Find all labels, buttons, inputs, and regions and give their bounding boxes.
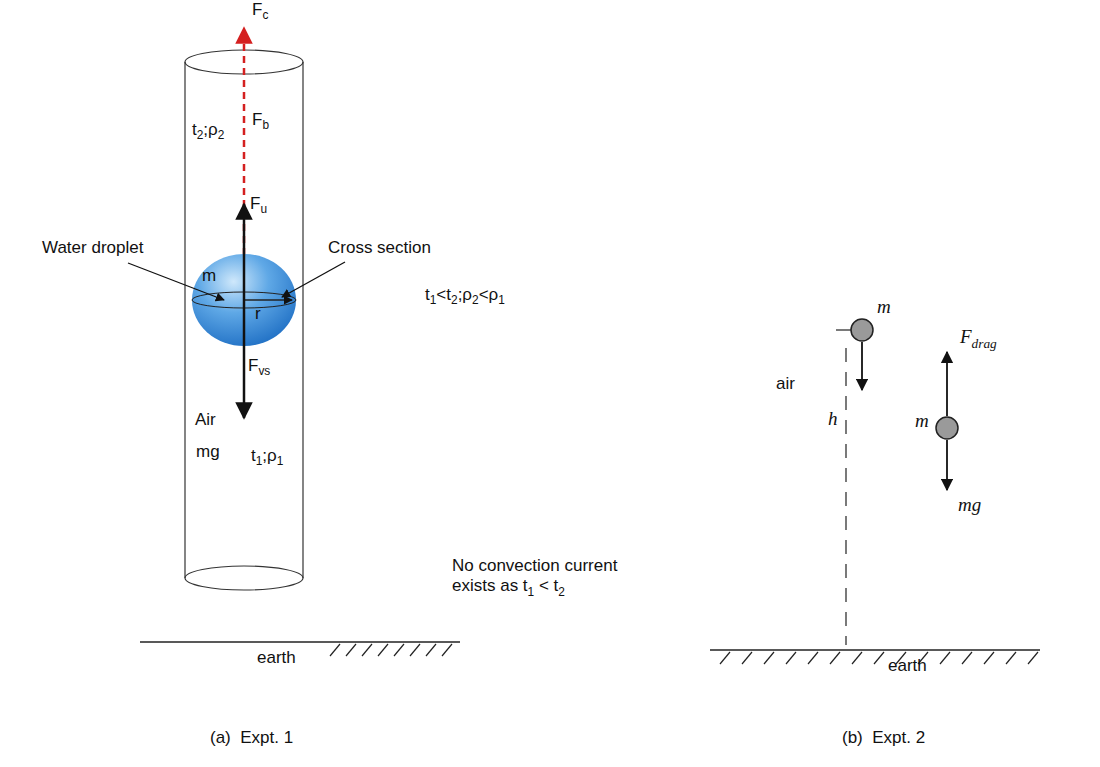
cylinder-bottom — [185, 566, 303, 590]
force-arrow — [243, 300, 246, 418]
height-line — [845, 348, 846, 645]
force-label: mg — [196, 442, 220, 462]
radius-label: r — [255, 304, 261, 324]
ground-line — [710, 649, 1040, 651]
mass-label: m — [877, 296, 891, 319]
ground-line — [140, 641, 460, 643]
medium-label: Air — [195, 410, 216, 430]
force-label: mg — [958, 494, 981, 517]
panel-caption: (a) Expt. 1 — [210, 728, 293, 748]
hatch-stroke — [442, 644, 452, 656]
ball — [851, 319, 873, 341]
leader-line — [128, 263, 224, 300]
hatch-stroke — [852, 652, 862, 664]
panel-caption: (b) Expt. 2 — [842, 728, 925, 748]
hatch-stroke — [764, 652, 774, 664]
hatch-stroke — [1006, 652, 1016, 664]
ground-hatch — [720, 652, 1038, 664]
hatch-stroke — [984, 652, 994, 664]
hatch-stroke — [874, 652, 884, 664]
state-label: t1;ρ1 — [251, 446, 283, 466]
hatch-stroke — [940, 652, 950, 664]
ground-label: earth — [257, 648, 296, 668]
medium-label: air — [776, 374, 795, 394]
hatch-stroke — [720, 652, 730, 664]
part-label: Water droplet — [42, 238, 143, 258]
ball — [936, 417, 958, 439]
cylinder-wall — [302, 62, 303, 578]
hatch-stroke — [808, 652, 818, 664]
force-label: Fc — [252, 0, 268, 20]
cylinder-wall — [184, 62, 185, 578]
hatch-stroke — [330, 644, 340, 656]
hatch-stroke — [410, 644, 420, 656]
force-arrow — [946, 352, 948, 416]
state-label: t2;ρ2 — [192, 120, 224, 140]
hatch-stroke — [426, 644, 436, 656]
note-text: No convection current exists as t1 < t2 — [452, 556, 637, 597]
hatch-stroke — [962, 652, 972, 664]
ground-label: earth — [888, 656, 927, 676]
hatch-stroke — [346, 644, 356, 656]
ground-hatch — [330, 644, 452, 656]
hatch-stroke — [1028, 652, 1038, 664]
leader-line — [282, 262, 345, 297]
force-label: Fdrag — [960, 326, 997, 349]
velocity-arrow — [861, 342, 863, 390]
mass-label: m — [202, 266, 216, 286]
hatch-stroke — [394, 644, 404, 656]
force-label: Fu — [250, 194, 267, 214]
mass-label: m — [915, 410, 929, 433]
hatch-stroke — [830, 652, 840, 664]
height-label: h — [826, 408, 840, 431]
force-arrow — [243, 204, 246, 300]
hatch-stroke — [378, 644, 388, 656]
hatch-stroke — [786, 652, 796, 664]
hatch-stroke — [742, 652, 752, 664]
force-label: Fvs — [248, 356, 270, 376]
condition-label: t1<t2;ρ2<ρ1 — [425, 285, 505, 305]
radius-arrow — [244, 299, 292, 300]
hatch-stroke — [362, 644, 372, 656]
force-label: Fb — [252, 110, 269, 130]
force-arrow — [946, 440, 948, 490]
part-label: Cross section — [328, 238, 431, 258]
